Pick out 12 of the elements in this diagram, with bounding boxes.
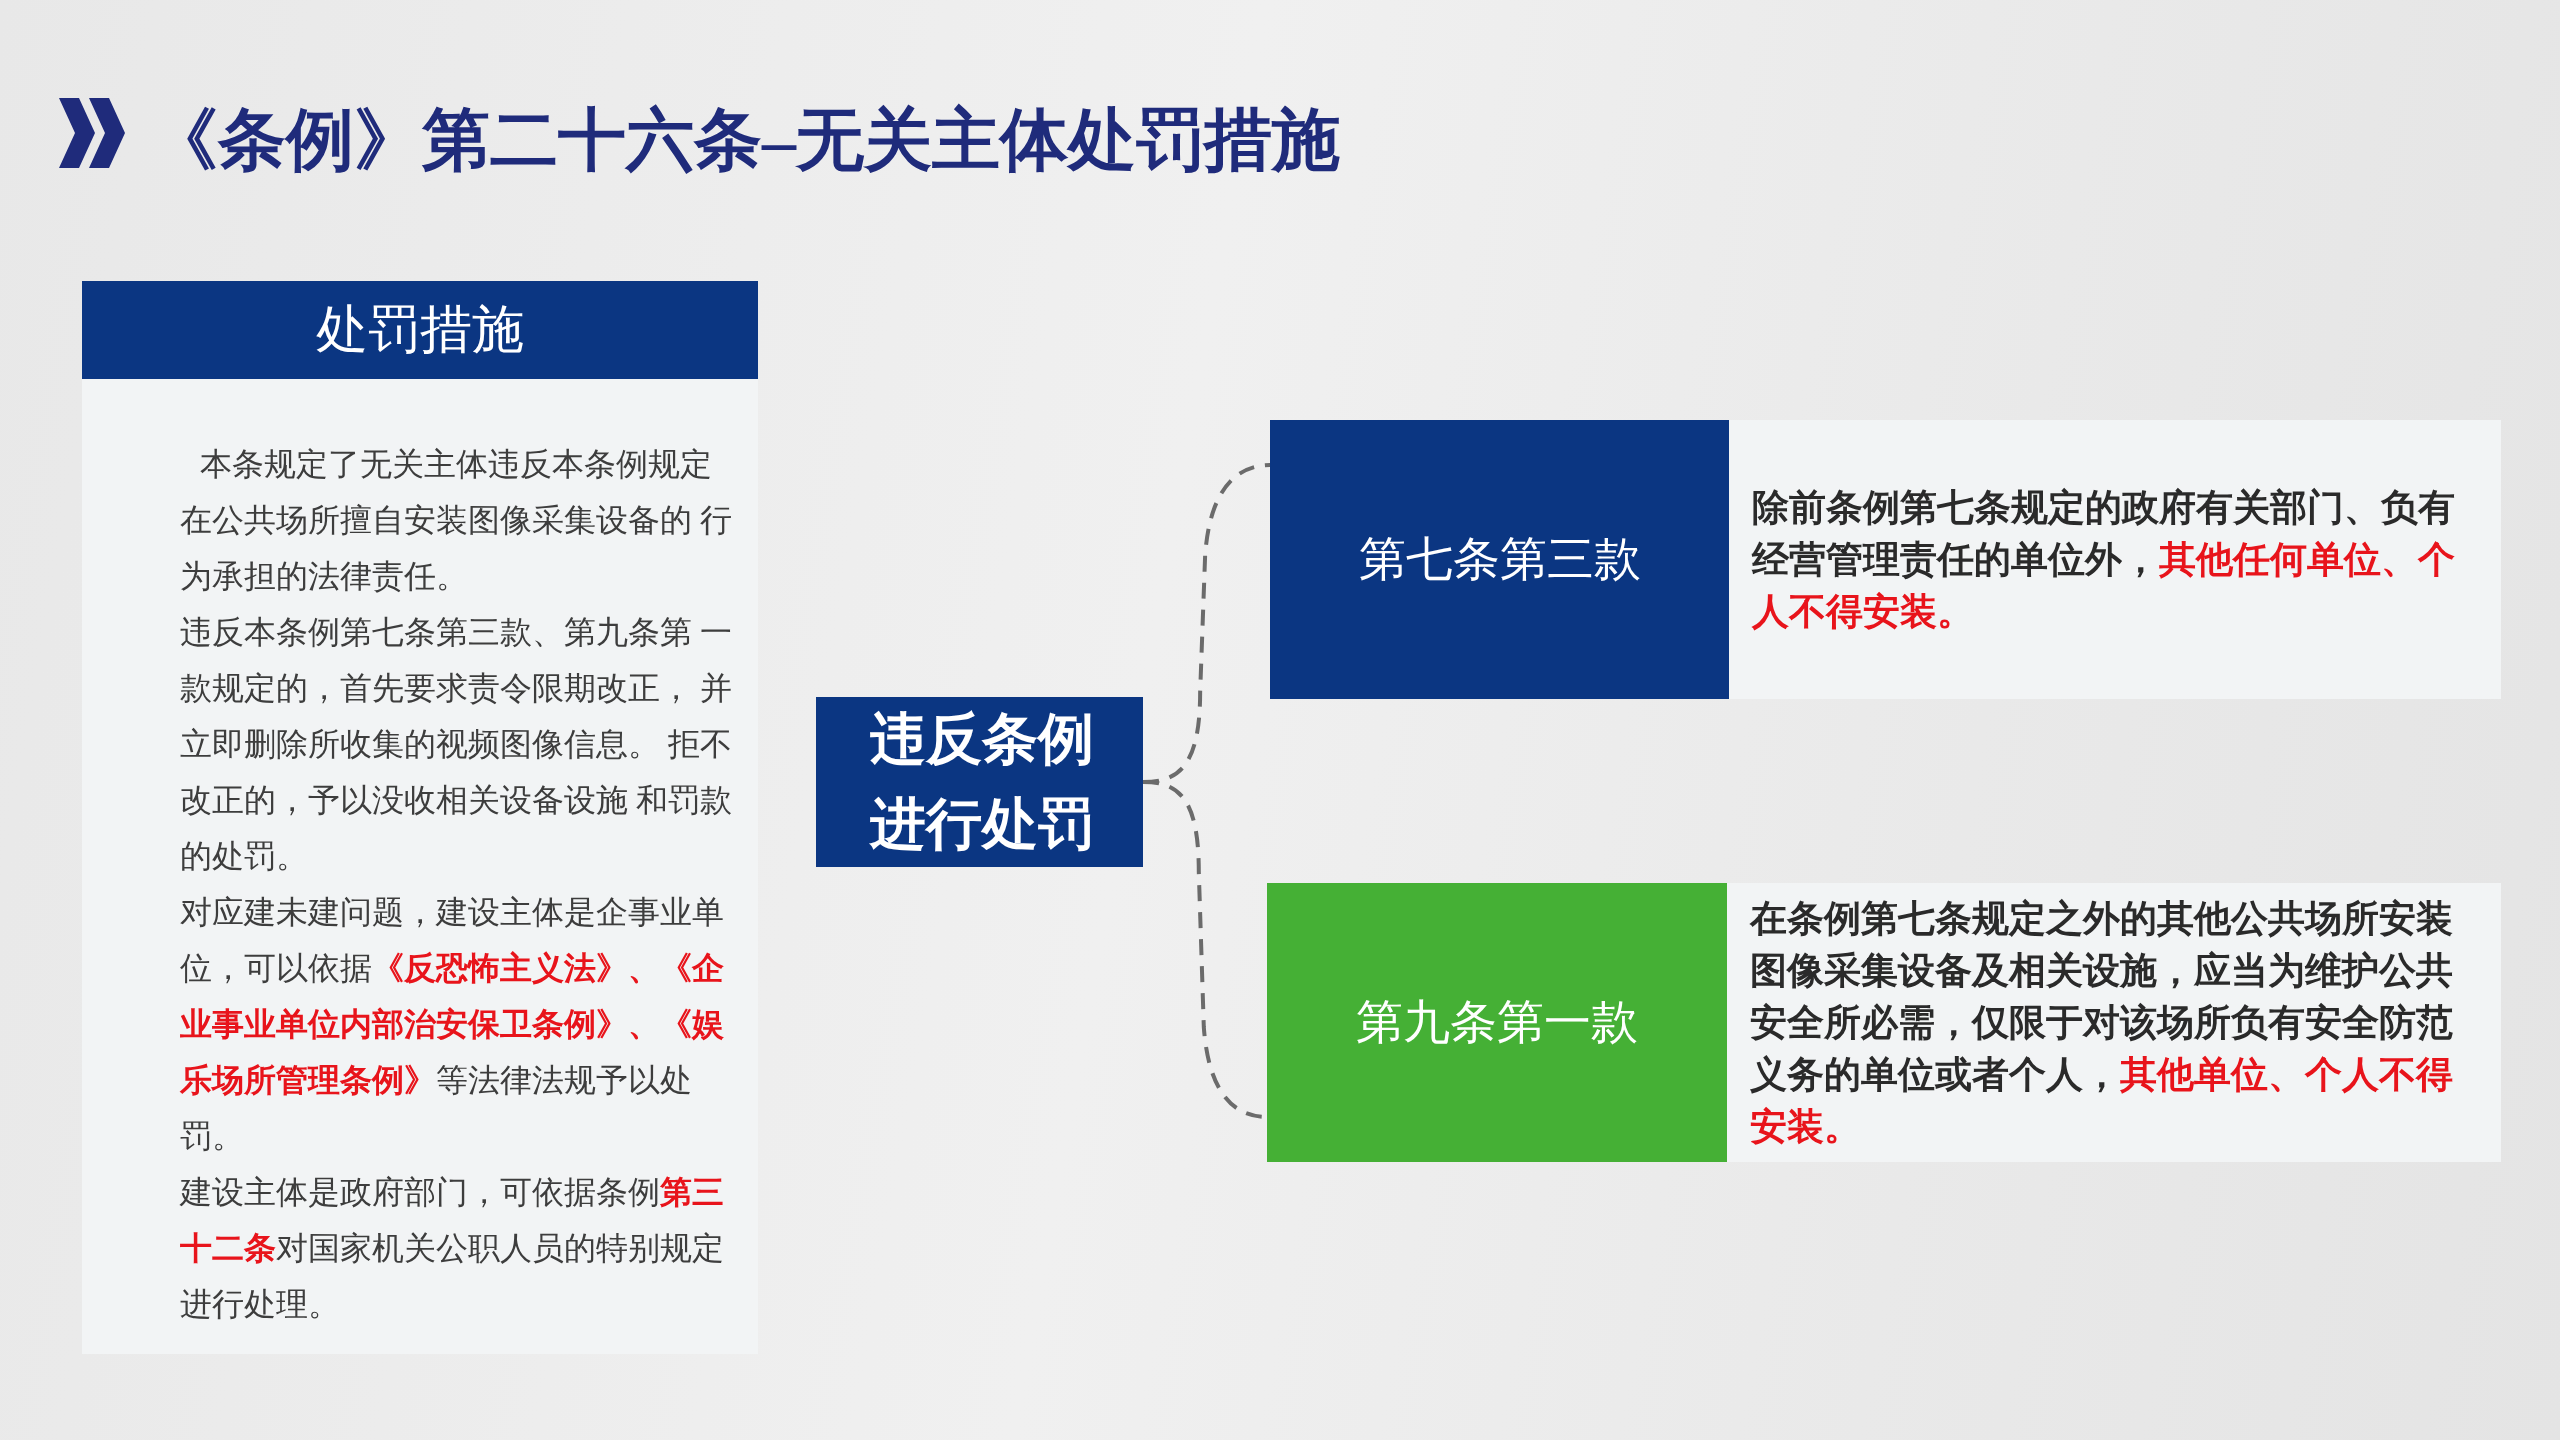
panel-header: 处罚措施 [82, 281, 758, 379]
description-box: 在条例第七条规定之外的其他公共场所安装图像采集设备及相关设施，应当为维护公共安全所必需，仅限于对该场所负有安全防范义务的单位或者个人，其他单位、个人不得安装。 [1727, 883, 2501, 1162]
paragraph: 建设主体是政府部门，可依据条例第三十二条对国家机关公职人员的特别规定进行处理。 [180, 1173, 725, 1324]
description-box: 除前条例第七条规定的政府有关部门、负有经营管理责任的单位外，其他任何单位、个人不得安装。 [1729, 420, 2501, 699]
paragraph: 本条规定了无关主体违反本条例规定在公共场所擅自安装图像采集设备的 行为承担的法律责任。 [180, 445, 733, 596]
article-box: 第九条第一款 [1267, 883, 1727, 1162]
article-box: 第七条第三款 [1270, 420, 1729, 699]
paragraph: 对应建未建问题，建设主体是企事业单位，可以依据《反恐怖主义法》、《企业事业单位内部治安保卫条例》、《娱乐场所管理条例》等法律法规予以处罚。 [180, 893, 725, 1156]
title: 《条例》第二十六条–无关主体处罚措施 [150, 101, 1340, 180]
action-box: 违反条例进行处罚 [816, 697, 1143, 867]
paragraph: 违反本条例第七条第三款、第九条第 一款规定的，首先要求责令限期改正， 并立即删除所收集的视频图像信息。 拒不改正的，予以没收相关设备设施 和罚款的处罚。 [180, 613, 733, 876]
text-card [82, 281, 758, 1354]
